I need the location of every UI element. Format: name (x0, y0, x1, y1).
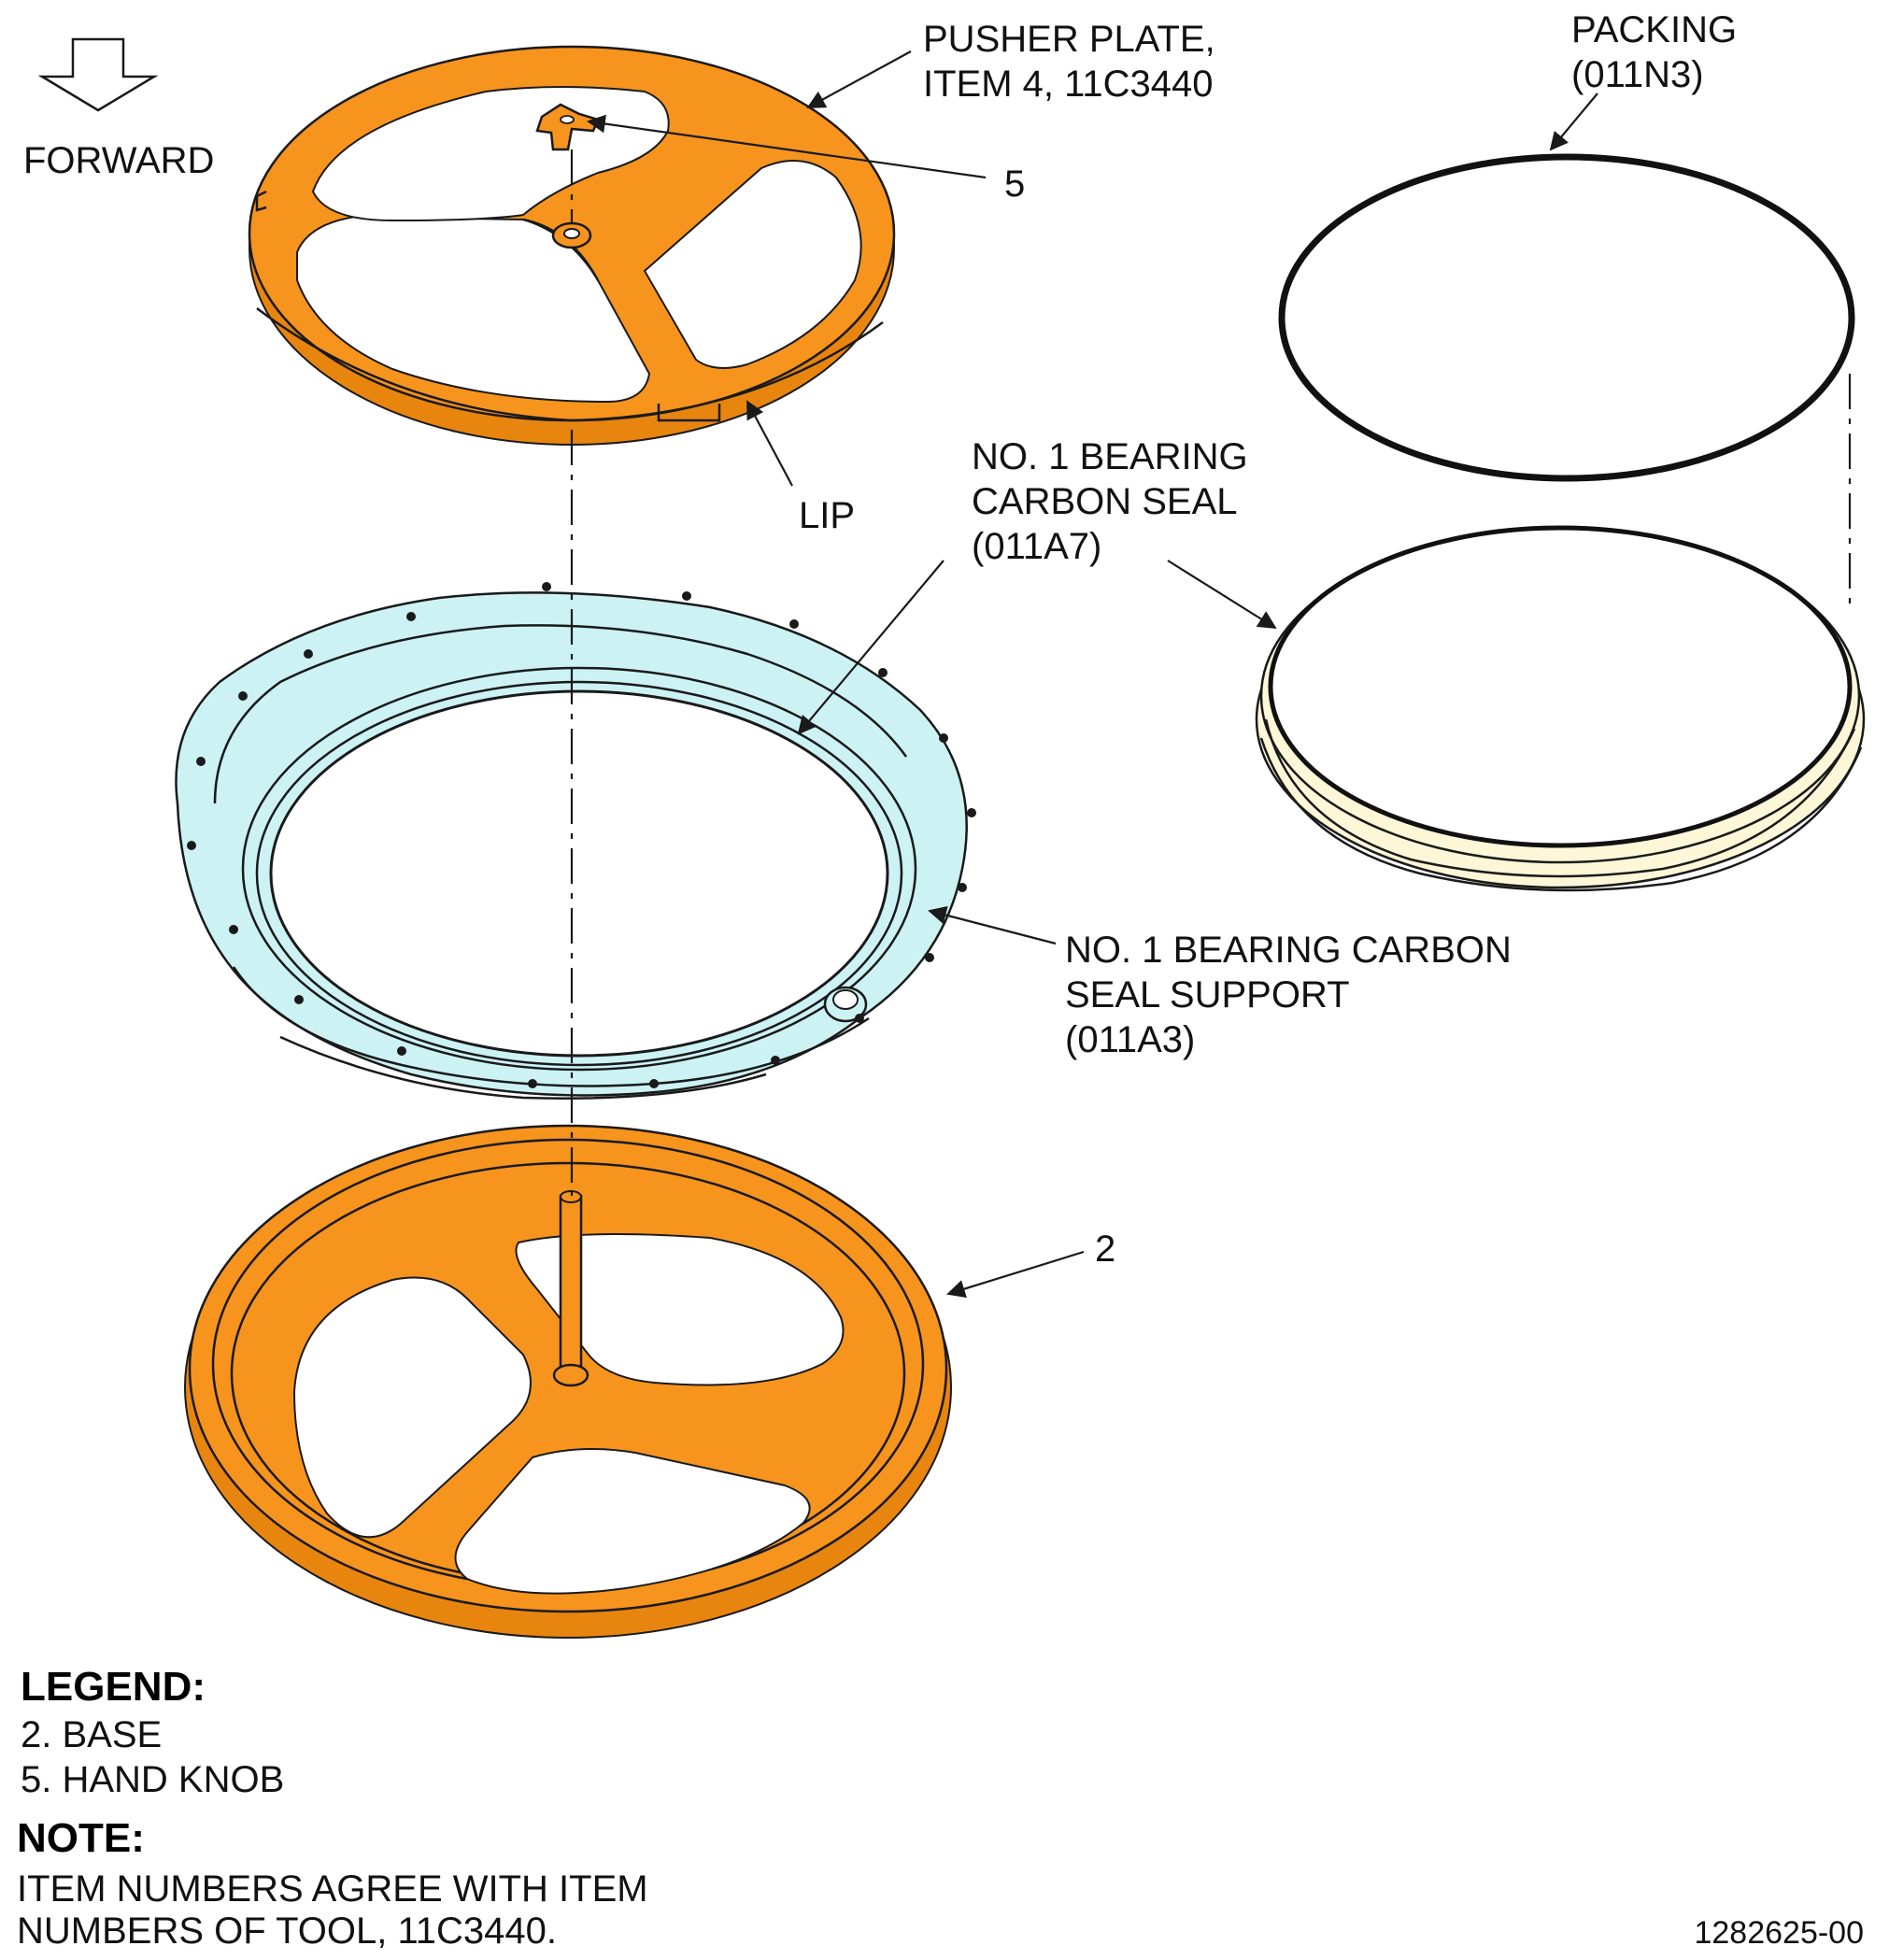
seal-support-label-3: (011A3) (1065, 1019, 1195, 1060)
leader-seal-support (928, 905, 1057, 945)
note-line-1: ITEM NUMBERS AGREE WITH ITEM (17, 1868, 648, 1910)
carbon-seal-label-1: NO. 1 BEARING (972, 436, 1248, 477)
carbon-seal-label-3: (011A7) (972, 526, 1101, 567)
carbon-seal-label-2: CARBON SEAL (972, 481, 1238, 522)
legend-item-hand-knob: 5. HAND KNOB (21, 1759, 284, 1800)
seal-support-label-2: SEAL SUPPORT (1065, 974, 1350, 1016)
item5-callout: 5 (1004, 163, 1025, 205)
carbon-seal-support (175, 582, 976, 1100)
note-title: NOTE: (17, 1815, 145, 1861)
packing-label-2: (011N3) (1571, 54, 1704, 95)
item2-callout: 2 (1095, 1229, 1115, 1270)
leader-carbon-seal-left (797, 560, 944, 735)
packing-label-1: PACKING (1571, 9, 1737, 50)
leader-lip (746, 400, 793, 487)
drawing-number: 1282625-00 (1694, 1915, 1864, 1951)
base (184, 1124, 952, 1639)
legend-title: LEGEND: (21, 1664, 206, 1710)
note-line-2: NUMBERS OF TOOL, 11C3440. (17, 1910, 557, 1952)
carbon-seal (1255, 525, 1866, 892)
pusher-plate-label-1: PUSHER PLATE, (923, 19, 1215, 60)
pusher-plate-label-2: ITEM 4, 11C3440 (923, 64, 1214, 105)
leader-item5 (587, 114, 987, 179)
forward-label: FORWARD (23, 140, 214, 181)
leader-carbon-seal-right (1167, 560, 1277, 630)
legend-item-base: 2. BASE (21, 1714, 162, 1755)
pusher-plate (248, 45, 896, 446)
leader-pusher-plate (806, 50, 912, 108)
seal-support-label-1: NO. 1 BEARING CARBON (1065, 930, 1512, 971)
leader-item2 (946, 1250, 1085, 1299)
hand-knob (535, 103, 600, 224)
packing-ring (1278, 153, 1855, 482)
forward-arrow-icon (37, 37, 159, 112)
lip-label: LIP (799, 495, 855, 536)
leader-packing (1549, 92, 1598, 151)
